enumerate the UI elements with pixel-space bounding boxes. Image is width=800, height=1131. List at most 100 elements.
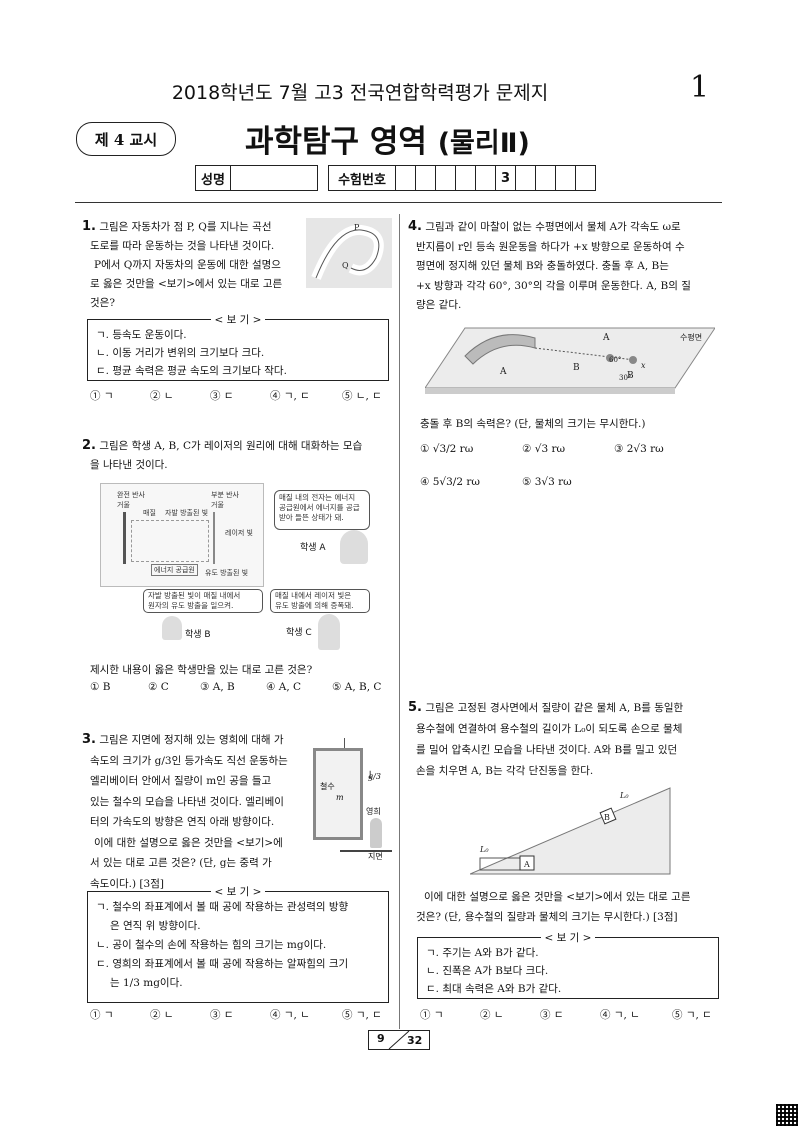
exam-no-cell[interactable] (415, 165, 436, 191)
choice[interactable]: ② C (148, 681, 169, 693)
exam-no-cell[interactable] (515, 165, 536, 191)
student-c-label: 학생 C (286, 628, 312, 638)
choice[interactable]: ④ ㄱ, ㄴ (270, 1009, 310, 1021)
choice[interactable]: ③ ㄷ (540, 1009, 564, 1021)
elevator-cable (344, 738, 345, 748)
question-2: 2. 그림은 학생 A, B, C가 레이저의 원리에 대해 대화하는 모습 을… (82, 438, 363, 471)
choices-5: ① ㄱ ② ㄴ ③ ㄷ ④ ㄱ, ㄴ ⑤ ㄱ, ㄷ (420, 1007, 732, 1022)
bogi-label: < 보 기 > (210, 314, 266, 326)
page-number: 1 (690, 70, 710, 105)
question-4-prompt: 충돌 후 B의 속력은? (단, 물체의 크기는 무시한다.) (420, 418, 646, 430)
l0-a-label: L₀ (479, 845, 489, 854)
choice[interactable]: ④ ㄱ, ㄴ (600, 1009, 640, 1021)
question-1: 1. 그림은 자동차가 점 P, Q를 지나는 곡선 도로를 따라 운동하는 것… (82, 219, 283, 309)
subject-subname: (물리Ⅱ) (437, 128, 530, 159)
plane-label: 수평면 (680, 332, 702, 342)
choice[interactable]: ③ A, B (200, 681, 235, 693)
subject-name: 과학탐구 영역 (245, 124, 427, 160)
younghee-label: 영희 (366, 807, 381, 816)
choices-4b: ④ 5√3/2 rω ⑤ 3√3 rω (420, 476, 614, 488)
column-divider (399, 214, 400, 1029)
l0-b-label: L₀ (619, 791, 629, 800)
choice[interactable]: ② √3 rω (522, 443, 566, 455)
collision-figure: 수평면 A A B B 60° 30° x (425, 327, 715, 394)
choice[interactable]: ① ㄱ (420, 1009, 444, 1021)
exam-no-cell[interactable] (555, 165, 576, 191)
choice[interactable]: ④ ㄱ, ㄷ (270, 390, 310, 402)
exam-no-cell[interactable] (435, 165, 456, 191)
bogi-box-1: < 보 기 > ㄱ. 등속도 운동이다. ㄴ. 이동 거리가 변위의 크기보다 … (87, 314, 389, 381)
angle-30-label: 30° (619, 374, 631, 382)
a-after-label: A (602, 333, 610, 343)
choice[interactable]: ⑤ ㄱ, ㄷ (672, 1009, 712, 1021)
choices-3: ① ㄱ ② ㄴ ③ ㄷ ④ ㄱ, ㄴ ⑤ ㄱ, ㄷ (90, 1007, 402, 1022)
bubble-student-b: 자발 방출된 빛이 매질 내에서 원자의 유도 방출을 일으켜. (143, 589, 263, 613)
bogi-box-5: < 보 기 > ㄱ. 주기는 A와 B가 같다. ㄴ. 진폭은 A가 B보다 크… (417, 932, 719, 999)
accel-label: g/3 (368, 772, 381, 781)
choice[interactable]: ⑤ A, B, C (332, 681, 382, 693)
b-after-label: B (627, 371, 634, 381)
question-4: 4. 그림과 같이 마찰이 없는 수평면에서 물체 A가 각속도 ω로 반지름이… (408, 219, 691, 311)
candidate-info-table: 성명 수험번호 3 (195, 165, 596, 191)
choice[interactable]: ② ㄴ (480, 1009, 504, 1021)
choice[interactable]: ④ A, C (266, 681, 302, 693)
question-3: 3. 그림은 지면에 정지해 있는 영희에 대해 가 속도의 크기가 g/3인 … (82, 732, 288, 890)
choice[interactable]: ③ ㄷ (210, 1009, 234, 1021)
page-counter: 9 32 (368, 1030, 430, 1050)
exam-no-cell[interactable] (575, 165, 596, 191)
header-rule (75, 202, 722, 203)
name-field[interactable] (230, 165, 318, 191)
ground-label: 지면 (368, 852, 383, 861)
student-a-label: 학생 A (300, 543, 326, 553)
student-c-figure (318, 614, 340, 650)
choice[interactable]: ④ 5√3/2 rω (420, 476, 480, 488)
laser-board: 완전 반사 거울 부분 반사 거울 매질 자발 방출된 빛 레이저 빛 에너지 … (100, 483, 264, 587)
exam-no-cell[interactable] (535, 165, 556, 191)
point-p-label: P (354, 223, 360, 232)
question-5: 5. 그림은 고정된 경사면에서 질량이 같은 물체 A, B를 동일한 용수철… (408, 700, 684, 777)
name-label: 성명 (195, 165, 231, 191)
angle-60-label: 60° (609, 356, 621, 364)
exam-no-cell[interactable] (455, 165, 476, 191)
choice[interactable]: ③ ㄷ (210, 390, 234, 402)
ground-line (340, 850, 392, 852)
choices-1: ① ㄱ ② ㄴ ③ ㄷ ④ ㄱ, ㄷ ⑤ ㄴ, ㄷ (90, 388, 402, 403)
exam-title: 2018학년도 7월 고3 전국연합학력평가 문제지 (171, 82, 549, 104)
question-number: 1. (82, 219, 96, 234)
period-badge: 제 4 교시 (76, 122, 176, 156)
incline-figure: L₀ A L₀ B (470, 787, 671, 875)
choices-4a: ① √3/2 rω ② √3 rω ③ 2√3 rω (420, 443, 704, 455)
choice[interactable]: ⑤ 3√3 rω (522, 476, 572, 488)
question-2-prompt: 제시한 내용이 옳은 학생만을 있는 대로 고른 것은? (90, 664, 313, 676)
block-a-label: A (523, 860, 530, 869)
arrow-down-icon: ↓ (366, 770, 375, 781)
choice[interactable]: ② ㄴ (150, 390, 174, 402)
subject-title: 과학탐구 영역 (물리Ⅱ) (245, 116, 530, 161)
choice[interactable]: ① ㄱ (90, 1009, 114, 1021)
bubble-student-a: 매질 내의 전자는 에너지 공급원에서 에너지를 공급 받아 들뜬 상태가 돼. (274, 490, 370, 530)
exam-no-cell[interactable] (475, 165, 496, 191)
qr-code-icon (776, 1104, 798, 1126)
x-axis-label: x (641, 361, 646, 370)
choice[interactable]: ① ㄱ (90, 390, 114, 402)
road-figure: P Q (306, 218, 392, 288)
a-before-label: A (499, 367, 507, 377)
exam-no-label: 수험번호 (328, 165, 396, 191)
choice[interactable]: ① B (90, 681, 111, 693)
elevator-figure: 철수 m (313, 748, 363, 840)
choice[interactable]: ⑤ ㄴ, ㄷ (342, 390, 382, 402)
younghee-figure (370, 818, 382, 848)
page-total: 32 (407, 1034, 423, 1047)
choice[interactable]: ② ㄴ (150, 1009, 174, 1021)
choice[interactable]: ① √3/2 rω (420, 443, 474, 455)
bubble-student-c: 매질 내에서 레이저 빛은 유도 방출에 의해 증폭돼. (270, 589, 370, 613)
choice[interactable]: ③ 2√3 rω (614, 443, 664, 455)
student-b-figure (162, 616, 182, 640)
exam-no-cell[interactable] (395, 165, 416, 191)
student-b-label: 학생 B (185, 630, 211, 640)
exam-no-digit: 3 (495, 165, 516, 191)
page-current: 9 (377, 1032, 385, 1045)
choice[interactable]: ⑤ ㄱ, ㄷ (342, 1009, 382, 1021)
student-a-figure (340, 530, 368, 564)
bogi-box-3: < 보 기 > ㄱ. 철수의 좌표계에서 볼 때 공에 작용하는 관성력의 방향… (87, 886, 389, 1003)
